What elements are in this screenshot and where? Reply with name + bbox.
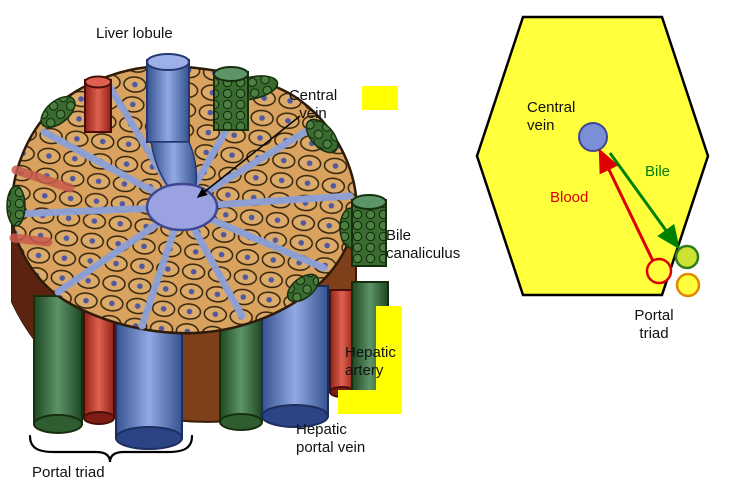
- portal-triad-circles: [645, 244, 701, 298]
- blood-streaks: [9, 165, 75, 247]
- artery-tube-top-left: [84, 75, 112, 133]
- hepatic-artery-highlight: [338, 306, 402, 414]
- hepatic-artery-label-line2: artery: [345, 362, 384, 379]
- blood-flow-arrow: [598, 148, 655, 262]
- central-vein-label-line2: vein: [299, 105, 327, 122]
- portal-vein-circle: [645, 257, 673, 285]
- hepatic-portal-vein-label-line1: Hepatic: [296, 421, 347, 438]
- central-vein-label-right-line2: vein: [527, 117, 555, 134]
- bile-canaliculus-tube-right: [351, 194, 387, 267]
- hepatic-artery-label-line1: Hepatic: [345, 344, 396, 361]
- central-vein-circle: [578, 122, 608, 152]
- hexagon-lobule: [475, 15, 710, 297]
- bile-duct-cylinder-left: [33, 295, 83, 434]
- liver-lobule-label: Liver lobule: [96, 25, 173, 42]
- portal-triad-label-left: Portal triad: [32, 464, 105, 481]
- central-vein-label-line1: Central: [289, 87, 337, 104]
- blood-label: Blood: [550, 189, 588, 206]
- liver-lobule-3d-illustration: Liver lobule Central vein Bile canalicul…: [6, 25, 460, 481]
- portal-triad-label-right-line1: Portal: [634, 307, 673, 324]
- bile-duct-tube-top: [213, 66, 249, 131]
- central-vein-pointer-line: [196, 115, 301, 198]
- central-vein-tube: [146, 53, 198, 196]
- bile-canaliculus-label-line2: canaliculus: [386, 245, 460, 262]
- hepatic-portal-vein-label-line2: portal vein: [296, 439, 365, 456]
- central-vein-label-right-line1: Central: [527, 99, 575, 116]
- artery-circle: [675, 272, 701, 298]
- bile-flow-arrow: [608, 152, 680, 250]
- bile-duct-circle: [674, 244, 700, 270]
- bile-canaliculus-label-line1: Bile: [386, 227, 411, 244]
- lobule-schematic: Central vein Blood Bile Portal triad: [475, 15, 710, 342]
- portal-triad-brace: [28, 434, 194, 463]
- bile-label: Bile: [645, 163, 670, 180]
- highlight-square: [362, 86, 398, 110]
- portal-triad-label-right-line2: triad: [639, 325, 668, 342]
